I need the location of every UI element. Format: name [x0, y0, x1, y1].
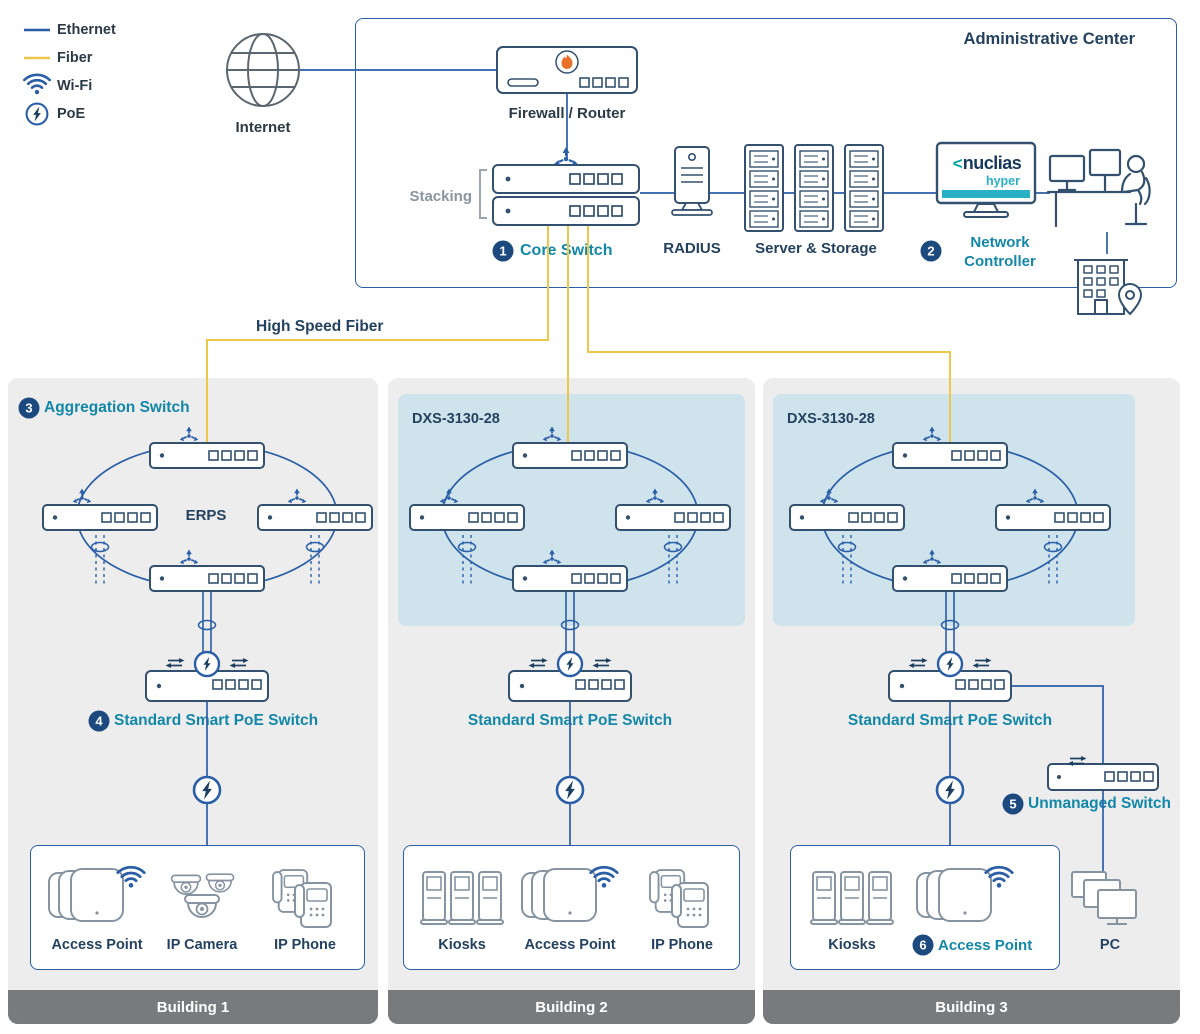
building1-title: Building 1: [156, 998, 230, 1016]
building2-footer: Building 2: [388, 990, 755, 1024]
erps-label: ERPS: [185, 507, 227, 524]
legend-label-poe: PoE: [57, 106, 86, 122]
step-badge-3: 3: [18, 397, 40, 419]
dxs-panel-label-b2: DXS-3130-28: [412, 411, 500, 427]
stacking-label: Stacking: [409, 188, 472, 205]
step-badge-1: 1: [492, 240, 514, 262]
internet-label: Internet: [235, 119, 291, 136]
radius-label: RADIUS: [663, 240, 721, 257]
dxs-panel-label-b3: DXS-3130-28: [787, 411, 875, 427]
step-badge-6: 6: [912, 934, 934, 956]
device-label-ip-phone: IP Phone: [651, 937, 713, 953]
aggregation-switch-label: Aggregation Switch: [44, 399, 190, 416]
poe-switch-label-b1: Standard Smart PoE Switch: [114, 712, 319, 729]
wifi-icon: [23, 73, 51, 96]
device-label-access-point: Access Point: [51, 937, 143, 953]
admin-center-title: Administrative Center: [963, 30, 1135, 48]
core-switch-label: Core Switch: [520, 242, 613, 259]
poe-icon: [27, 104, 48, 125]
server-storage-label: Server & Storage: [755, 240, 877, 257]
device-label-kiosks: Kiosks: [828, 937, 876, 953]
poe-switch-label-b3: Standard Smart PoE Switch: [847, 712, 1053, 729]
building1-footer: Building 1: [8, 990, 378, 1024]
firewall-router-label: Firewall / Router: [508, 105, 626, 122]
legend-label-fiber: Fiber: [57, 50, 93, 66]
nuclias-logo: <nuclias hyper: [944, 154, 1030, 188]
legend-label-ethernet: Ethernet: [57, 22, 116, 38]
building2-dxs-panel: [398, 394, 745, 626]
network-controller-label: Network Controller: [964, 234, 1036, 270]
building3-title: Building 3: [935, 998, 1008, 1016]
device-label-ip-camera: IP Camera: [166, 937, 238, 953]
legend-label-wifi: Wi-Fi: [57, 78, 93, 94]
high-speed-fiber-label: High Speed Fiber: [256, 318, 384, 335]
nuclias-sub: hyper: [985, 174, 1020, 188]
internet-globe-icon: [226, 33, 300, 107]
step-badge-4: 4: [88, 710, 110, 732]
device-label-access-point: Access Point: [524, 937, 616, 953]
step-badge-2: 2: [920, 240, 942, 262]
building2-title: Building 2: [535, 998, 608, 1016]
nuclias-brand: nuclias: [962, 153, 1022, 173]
unmanaged-switch-label: Unmanaged Switch: [1028, 795, 1171, 812]
device-label-access-point-b3: Access Point: [938, 937, 1033, 954]
device-label-kiosks: Kiosks: [438, 937, 486, 953]
device-label-ip-phone: IP Phone: [274, 937, 336, 953]
nuclias-angle-icon: <: [952, 154, 963, 173]
poe-switch-label-b2: Standard Smart PoE Switch: [467, 712, 673, 729]
building3-dxs-panel: [773, 394, 1135, 626]
device-label-pc: PC: [1099, 937, 1121, 953]
step-badge-5: 5: [1002, 793, 1024, 815]
building3-footer: Building 3: [763, 990, 1180, 1024]
